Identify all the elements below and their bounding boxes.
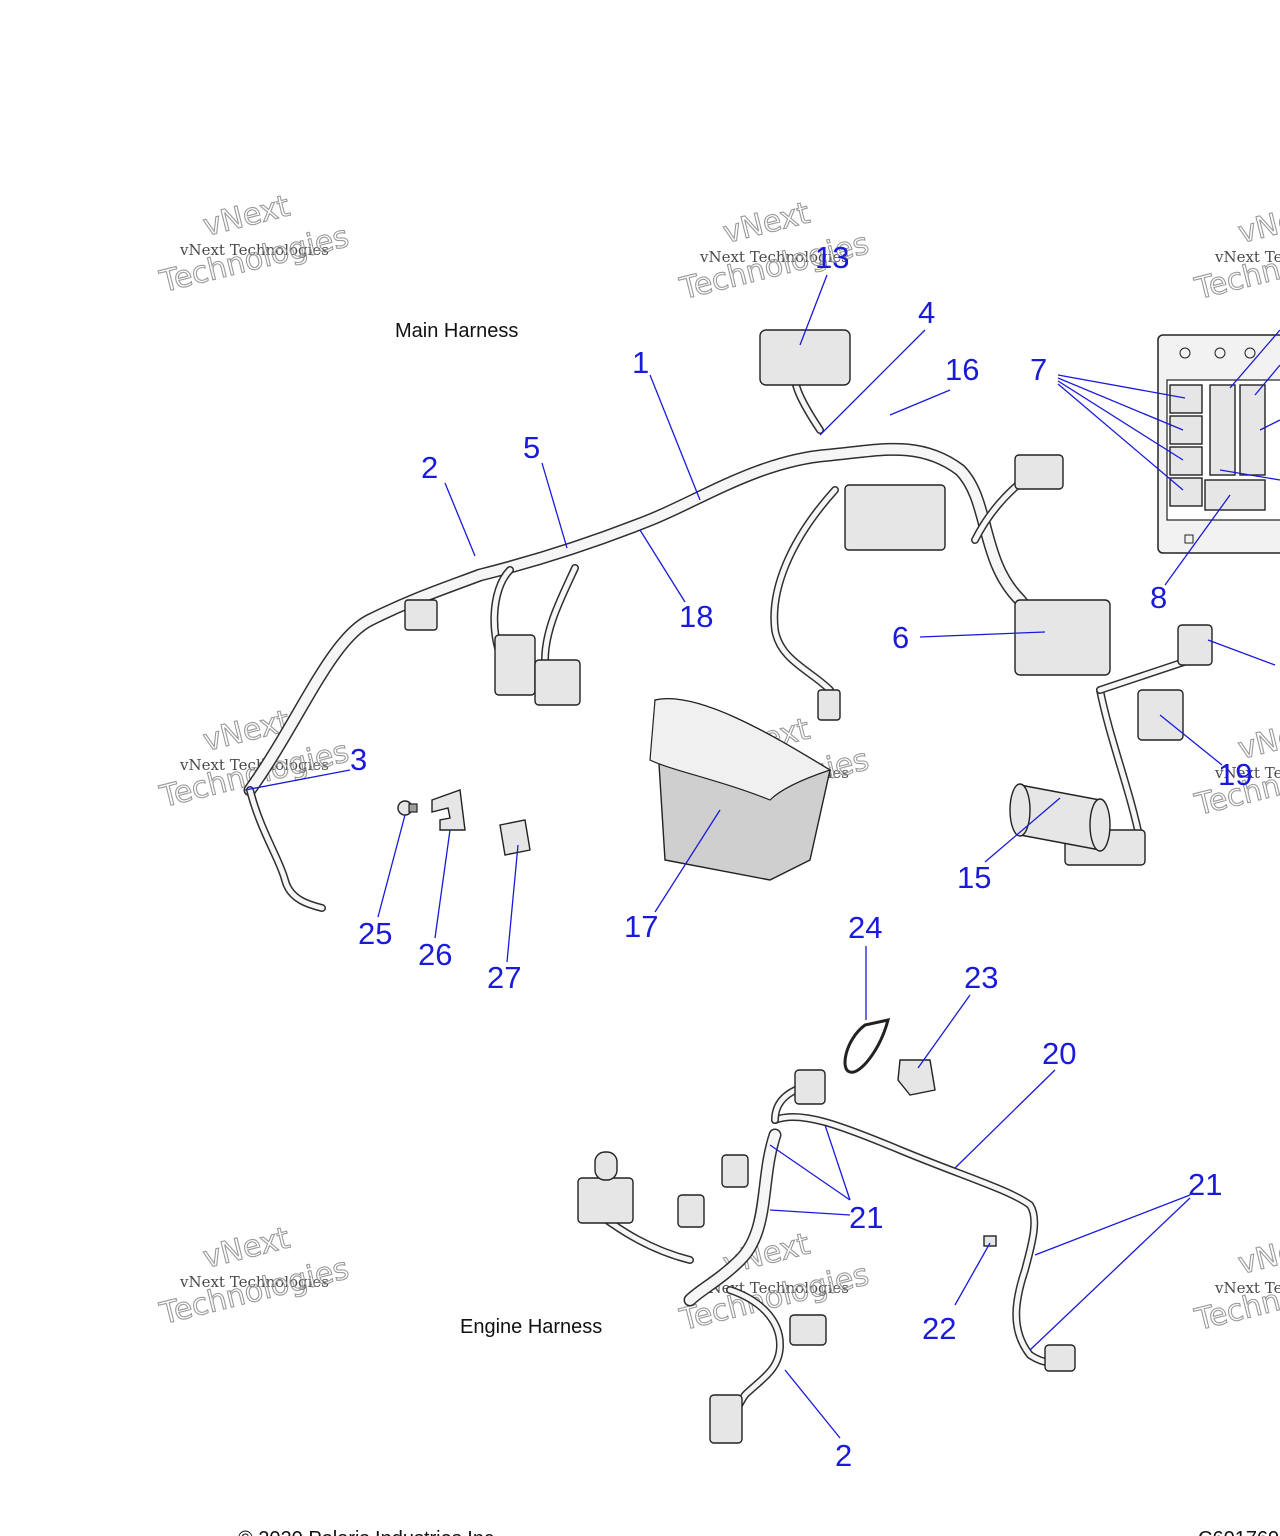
callout-20: 20	[1042, 1036, 1076, 1071]
watermark-text: vNext Technologies	[179, 1273, 329, 1291]
callout-21-right: 21	[1188, 1167, 1222, 1202]
connector	[677, 1194, 705, 1228]
watermark-text: vNext Technologies	[1214, 248, 1280, 266]
main-harness-label: Main Harness	[395, 320, 518, 342]
connector	[789, 1314, 827, 1346]
callout-17: 17	[624, 909, 658, 944]
callout-7: 7	[1030, 352, 1047, 387]
engine-harness-drawing	[577, 1018, 1076, 1444]
watermark-bottom-right: vNext vNext Technologies Technologies	[1190, 1226, 1280, 1339]
watermark-vnext: vNext	[1235, 1227, 1280, 1282]
fuse-panel	[1157, 334, 1280, 554]
callout-27: 27	[487, 960, 521, 995]
watermark-text: vNext Technologies	[179, 756, 329, 774]
watermark-text: vNext Technologies	[1214, 764, 1280, 782]
connector	[817, 689, 841, 721]
screw	[983, 1235, 997, 1247]
connector	[404, 599, 438, 631]
engine-harness-label: Engine Harness	[460, 1316, 602, 1338]
callout-19: 19	[1218, 757, 1252, 792]
callout-2: 2	[421, 450, 438, 485]
main-harness-drawing	[243, 329, 1213, 912]
callout-8: 8	[1150, 580, 1167, 615]
capacitor	[1009, 783, 1111, 852]
callout-2-engine: 2	[835, 1438, 852, 1473]
watermark-bottom-left: vNext vNext Technologies Technologies	[155, 1220, 353, 1333]
harness-cover	[649, 698, 832, 881]
connector	[534, 659, 581, 706]
callout-15: 15	[957, 860, 991, 895]
connector	[1014, 454, 1064, 490]
watermark-text: vNext Technologies	[1214, 1279, 1280, 1297]
cable-tie	[843, 1018, 891, 1074]
callout-4: 4	[918, 295, 935, 330]
connector	[1044, 1344, 1076, 1372]
leader-lines	[244, 274, 1280, 1439]
callout-23: 23	[964, 960, 998, 995]
watermark-text: vNext Technologies	[179, 241, 329, 259]
callout-24: 24	[848, 910, 882, 945]
copyright-text: © 2020 Polaris Industries Inc.	[238, 1528, 500, 1536]
callout-26: 26	[418, 937, 452, 972]
connector	[577, 1177, 634, 1224]
connector	[1177, 624, 1213, 666]
callout-6: 6	[892, 620, 909, 655]
callout-13: 13	[815, 240, 849, 275]
connector	[721, 1154, 749, 1188]
connector	[794, 1069, 826, 1105]
callout-18: 18	[679, 599, 713, 634]
connector	[494, 634, 536, 696]
connector	[709, 1394, 743, 1444]
callout-16: 16	[945, 352, 979, 387]
fuse-box	[1014, 599, 1111, 676]
clip	[897, 1059, 936, 1096]
bracket	[431, 789, 466, 831]
callouts: 1 2 3 4 5 6 7 8 13 15 16 17 18 19 20 21 …	[350, 240, 1252, 1473]
callout-5: 5	[523, 430, 540, 465]
callout-21-left: 21	[849, 1200, 883, 1235]
callout-1: 1	[632, 345, 649, 380]
watermark-top-left: vNext vNext Technologies Technologies	[155, 188, 353, 301]
screw	[397, 800, 418, 816]
clip	[499, 819, 531, 856]
watermark-vnext: vNext	[1235, 196, 1280, 251]
callout-3: 3	[350, 742, 367, 777]
drawing-code: C601769	[1198, 1528, 1279, 1536]
connector-cluster	[759, 329, 851, 386]
watermark-text: vNext Technologies	[699, 248, 849, 266]
relay-block	[844, 484, 946, 551]
sensor	[594, 1151, 618, 1181]
callout-25: 25	[358, 916, 392, 951]
callout-22: 22	[922, 1311, 956, 1346]
watermark-top-right: vNext vNext Technologies Technologies	[1190, 195, 1280, 308]
